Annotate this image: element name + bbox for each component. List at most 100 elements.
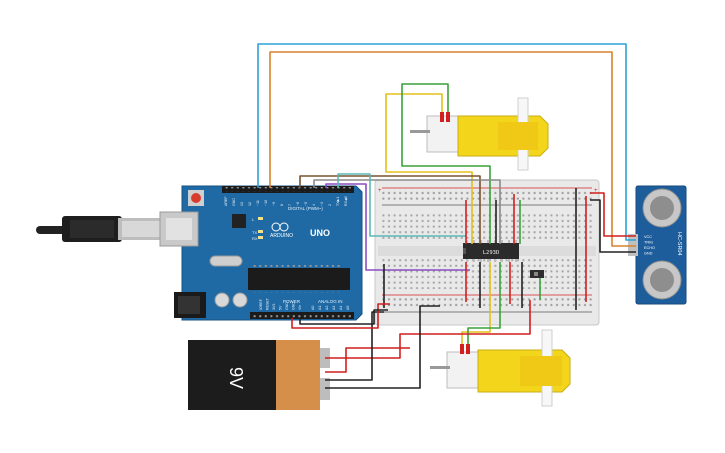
- dc-motor-top[interactable]: [410, 97, 549, 171]
- wire-sensor-gnd[interactable]: [590, 199, 636, 253]
- sensor-transducer-bottom-mesh: [650, 268, 674, 292]
- battery-label: 9V: [226, 367, 246, 389]
- digital-pin-label-5: ~10: [264, 200, 268, 206]
- arduino-logo-icon-2: [279, 222, 289, 232]
- motor-top-gearbox-shade: [498, 122, 538, 150]
- power-pin-label-6: Vin: [298, 305, 302, 310]
- sensor-transducer-top-mesh: [650, 196, 674, 220]
- top-terminal-holes: [382, 212, 592, 242]
- bottom-power-rail-holes: [382, 298, 592, 309]
- power-pin-label-0: IOREF: [259, 298, 263, 310]
- digital-pin-label-1: GND: [232, 198, 236, 206]
- wire-brown-signal[interactable]: [299, 175, 481, 244]
- power-pin-label-4: GND: [285, 302, 289, 310]
- power-pin-label-1: RESET: [266, 297, 270, 310]
- digital-pin-label-14: TX▶1: [336, 197, 340, 206]
- led-l-label: L: [252, 217, 255, 222]
- brand-label: UNO: [310, 228, 330, 238]
- wire-motor-top-yellow[interactable]: [385, 93, 473, 244]
- chip-label: L293D: [483, 250, 500, 256]
- digital-pin-label-13: 2: [328, 204, 332, 206]
- wire-arduino-5v[interactable]: [291, 303, 390, 329]
- sensor-pin-label-0: VCC: [644, 235, 652, 239]
- wire-battery-positive[interactable]: [325, 300, 531, 359]
- wire-blue-trig[interactable]: [257, 43, 636, 241]
- digital-pin-label-0: AREF: [224, 196, 228, 206]
- usb-cable: [36, 216, 164, 242]
- logo-text: ARDUINO: [270, 233, 293, 239]
- slide-switch-knob: [534, 272, 538, 276]
- usb-jack-inner: [166, 218, 192, 240]
- wire-battery-positive-2[interactable]: [325, 347, 410, 373]
- chip-notch: [463, 248, 466, 254]
- battery-9v[interactable]: 9V: [188, 340, 330, 410]
- digital-pin-label-4: ~11: [256, 200, 260, 206]
- motor-bottom-terminal-red-2: [466, 344, 470, 354]
- chip-pins: [466, 240, 517, 262]
- power-pin-label-2: 3V3: [272, 304, 276, 310]
- digital-pin-label-15: RX◀0: [344, 196, 348, 206]
- bottom-terminal-holes: [382, 259, 592, 289]
- capacitor-2: [232, 292, 248, 308]
- digital-pin-label-9: ~6: [296, 202, 300, 206]
- arduino-uno-board[interactable]: DIGITAL (PWM~) UNO ARDUINO TX RX L POWER…: [36, 185, 363, 321]
- power-jack-inner: [178, 296, 200, 314]
- motor-bottom-shaft: [430, 366, 450, 369]
- motor-bottom-terminal-red: [460, 344, 464, 354]
- motor-top-shaft: [410, 130, 430, 133]
- power-header-label: POWER: [283, 299, 301, 304]
- wire-purple-signal[interactable]: [325, 183, 470, 271]
- power-analog-header-holes: [252, 313, 352, 318]
- sensor-pins[interactable]: [628, 234, 638, 256]
- wire-motor-bottom-yellow[interactable]: [461, 262, 491, 344]
- sensor-model: HC-SR04: [676, 232, 682, 256]
- motor-bottom-gearbox-shade: [520, 356, 562, 386]
- digital-pin-label-12: ~3: [320, 202, 324, 206]
- digital-header-label: DIGITAL (PWM~): [288, 206, 323, 211]
- sensor-pin-label-2: ECHO: [644, 246, 655, 250]
- motor-top-terminal-red: [440, 112, 444, 122]
- dc-motor-bottom[interactable]: [430, 329, 571, 407]
- led-rx: [258, 236, 263, 239]
- digital-pin-label-2: 13: [240, 202, 244, 206]
- reset-button[interactable]: [191, 193, 201, 203]
- wire-motor-bottom-green[interactable]: [467, 262, 501, 344]
- digital-pin-label-6: ~9: [272, 202, 276, 206]
- motor-top-terminal-red-2: [446, 112, 450, 122]
- motor-bottom-can: [446, 351, 482, 389]
- analog-pin-label-2: A2: [325, 306, 329, 310]
- digital-header-holes: [224, 187, 352, 192]
- power-pin-label-5: GND: [292, 302, 296, 310]
- atmega-pins: [251, 265, 341, 293]
- wire-arduino-gnd[interactable]: [299, 309, 388, 325]
- top-power-rail-holes: [382, 191, 592, 202]
- wire-sensor-vcc[interactable]: [590, 192, 636, 237]
- crystal: [209, 255, 243, 267]
- power-pin-label-3: 5V: [279, 305, 283, 310]
- capacitor-1: [214, 292, 230, 308]
- rail-plus-mark-right: +: [594, 188, 598, 194]
- led-tx-label: TX: [252, 230, 257, 235]
- wire-teal-signal[interactable]: [337, 173, 466, 237]
- battery-copper-band: [276, 340, 320, 410]
- wire-gray-signal[interactable]: [313, 179, 501, 244]
- rail-plus-mark: +: [378, 188, 382, 194]
- wire-orange-echo[interactable]: [269, 51, 636, 247]
- battery-terminal-bottom: [320, 378, 330, 400]
- led-l: [258, 217, 263, 220]
- chip-body: [463, 243, 519, 259]
- sensor-pin-label-1: TRIG: [644, 241, 653, 245]
- digital-pin-label-3: 12: [248, 202, 252, 206]
- wire-battery-negative[interactable]: [325, 305, 440, 389]
- digital-pin-label-7: 8: [280, 204, 284, 206]
- wire-motor-top-green[interactable]: [401, 83, 491, 244]
- analog-pin-label-0: A0: [311, 306, 315, 310]
- atmega-chip: [248, 268, 350, 290]
- analog-pin-label-1: A1: [318, 306, 322, 310]
- usb-chip: [232, 214, 246, 228]
- motor-driver-chip[interactable]: L293D: [463, 240, 519, 262]
